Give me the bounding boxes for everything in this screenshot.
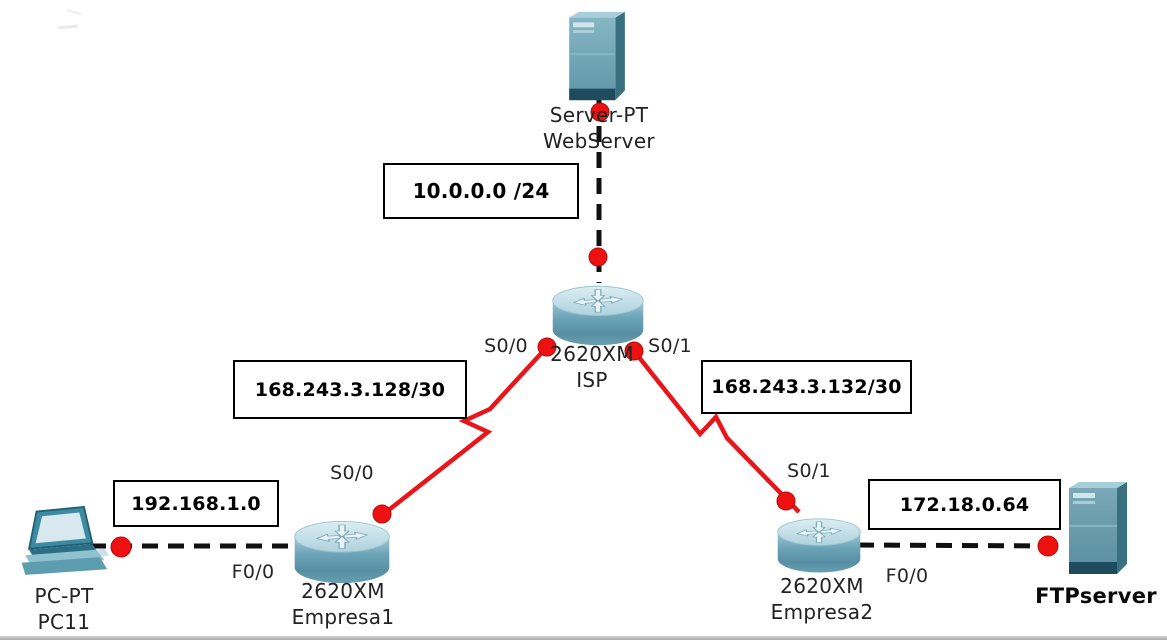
webserver-name-label: WebServer: [543, 129, 655, 153]
link-status-dot: [537, 337, 557, 357]
empresa2-interface-label-f00: F0/0: [885, 565, 929, 587]
empresa1-name-label: Empresa1: [291, 605, 395, 629]
isp-caption: 2620XM ISP: [550, 341, 634, 393]
isp-interface-label-s00: S0/0: [484, 335, 528, 357]
isp-name-label: ISP: [576, 368, 608, 392]
webserver-model-label: Server-PT: [549, 103, 649, 127]
ethernet-dashed-cable-empresa2-ftpserver[interactable]: [857, 542, 1063, 549]
empresa1-router-cylinder-icon[interactable]: [292, 517, 392, 586]
empresa1-model-label: 2620XM: [301, 579, 385, 603]
serial-zigzag-cable-isp-empresa1[interactable]: [374, 345, 549, 522]
ftpserver-caption: FTPserver: [1035, 583, 1157, 609]
empresa2-model-label: 2620XM: [780, 574, 864, 598]
pc11-name-label: PC11: [37, 610, 91, 634]
link-status-dot: [372, 504, 392, 524]
empresa1-caption: 2620XM Empresa1: [292, 578, 395, 630]
pc11-laptop-icon[interactable]: [17, 506, 110, 586]
empresa2-interface-label-s01: S0/1: [787, 460, 831, 482]
empresa2-caption: 2620XM Empresa2: [771, 573, 874, 625]
screenshot-artifact: [57, 9, 82, 30]
link-status-dot: [110, 536, 132, 558]
empresa2-router-cylinder-icon[interactable]: [776, 514, 862, 576]
network-note-lan-empresa1[interactable]: 192.168.1.0: [113, 480, 279, 527]
isp-router-cylinder-icon[interactable]: [550, 282, 646, 348]
network-note-web-lan[interactable]: 10.0.0.0 /24: [383, 163, 579, 219]
network-note-serial-left[interactable]: 168.243.3.128/30: [233, 360, 467, 419]
network-note-serial-right[interactable]: 168.243.3.132/30: [701, 360, 912, 414]
link-status-dot: [624, 341, 644, 361]
window-bottom-edge: [0, 636, 1167, 640]
pc11-caption: PC-PT PC11: [34, 583, 93, 635]
network-note-lan-empresa2[interactable]: 172.18.0.64: [868, 479, 1061, 530]
pc11-model-label: PC-PT: [34, 584, 94, 608]
link-status-dot: [776, 491, 796, 511]
webserver-caption: Server-PT WebServer: [543, 102, 655, 154]
isp-interface-label-s01: S0/1: [648, 335, 692, 357]
empresa1-interface-label-s00: S0/0: [330, 462, 374, 484]
serial-zigzag-cable-isp-empresa2[interactable]: [632, 349, 801, 514]
link-status-dot: [1037, 535, 1059, 557]
webserver-server-tower-icon[interactable]: [563, 8, 633, 104]
empresa2-name-label: Empresa2: [770, 600, 874, 624]
empresa1-interface-label-f00: F0/0: [231, 561, 275, 583]
link-status-dot: [590, 102, 610, 122]
link-status-dot: [588, 247, 608, 267]
ftpserver-name-label: FTPserver: [1035, 584, 1157, 608]
isp-model-label: 2620XM: [550, 342, 634, 366]
ftpserver-server-tower-icon[interactable]: [1064, 478, 1134, 578]
